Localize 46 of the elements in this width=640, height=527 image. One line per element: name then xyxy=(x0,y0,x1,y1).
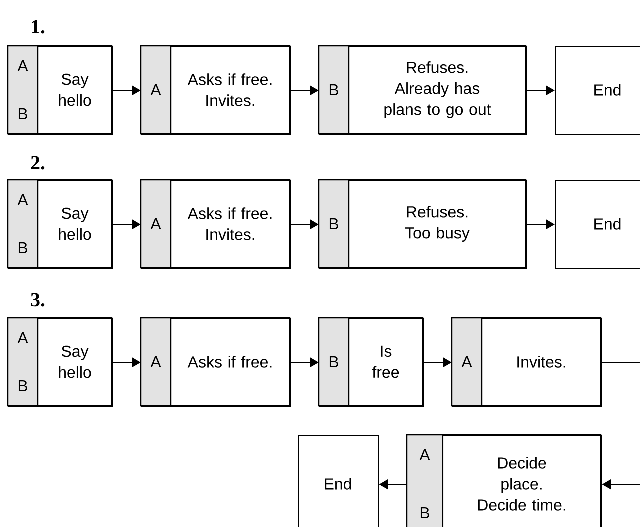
arrow xyxy=(602,362,640,490)
step-box xyxy=(318,317,424,408)
speaker-label: A xyxy=(18,60,28,72)
step-box xyxy=(318,179,528,270)
step-text: End xyxy=(325,478,352,490)
speaker-label: A xyxy=(150,218,162,230)
step-box xyxy=(7,179,114,270)
step-box xyxy=(140,179,292,270)
step-text: Asks if free. Invites. xyxy=(188,208,272,240)
step-text: Asks if free. Invites. xyxy=(188,74,272,106)
speaker-label: A xyxy=(462,356,472,368)
step-box xyxy=(298,434,380,527)
step-box xyxy=(7,45,114,136)
step-text: Say hello xyxy=(59,74,92,106)
speaker-label: B xyxy=(330,84,338,96)
step-text: Refuses. Too busy xyxy=(405,206,470,242)
step-box xyxy=(406,434,602,527)
step-text: Is free xyxy=(372,346,400,378)
speaker-label: B xyxy=(330,218,338,230)
step-box xyxy=(7,317,114,408)
speaker-label: A xyxy=(420,449,430,460)
speaker-label: A xyxy=(150,84,162,96)
step-box xyxy=(555,46,640,136)
step-text: Say hello xyxy=(59,208,92,240)
step-box xyxy=(140,317,292,408)
row-number: 2. xyxy=(31,156,45,170)
step-text: Decide place. Decide time. xyxy=(478,457,566,511)
step-text: Invites. xyxy=(518,356,566,368)
speaker-label: B xyxy=(19,380,28,392)
step-box xyxy=(555,180,640,270)
step-text: Refuses. Already has plans to go out xyxy=(384,62,492,118)
speaker-label: B xyxy=(19,108,28,120)
step-text: Asks if free. xyxy=(188,356,272,368)
row-number: 3. xyxy=(31,293,45,307)
speaker-label: B xyxy=(19,242,28,254)
speaker-label: A xyxy=(18,332,28,344)
step-box xyxy=(451,317,602,408)
step-box xyxy=(140,45,292,136)
speaker-label: B xyxy=(420,507,430,518)
step-text: End xyxy=(594,84,621,96)
step-text: End xyxy=(594,218,621,230)
speaker-label: A xyxy=(150,356,162,368)
step-box xyxy=(318,45,528,136)
speaker-label: A xyxy=(18,194,28,206)
speaker-label: B xyxy=(330,356,338,368)
step-text: Say hello xyxy=(59,346,92,378)
